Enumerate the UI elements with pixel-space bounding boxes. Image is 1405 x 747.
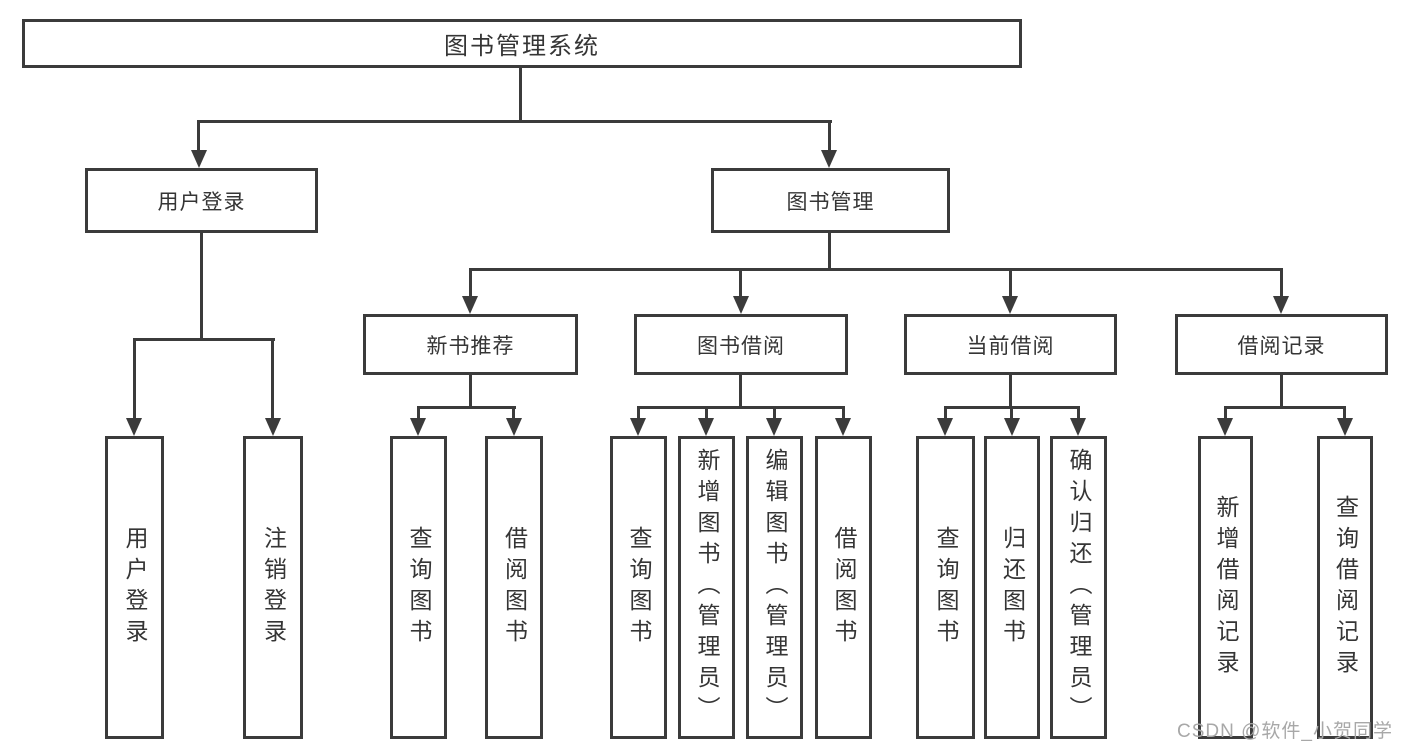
leaf-label: 查询借阅记录 (1332, 494, 1359, 681)
leaf-label: 查询图书 (626, 525, 652, 650)
connector-line (200, 233, 203, 338)
connector-line (1224, 406, 1227, 418)
node-book-management: 图书管理 (711, 168, 950, 233)
node-label: 借阅记录 (1237, 334, 1326, 358)
arrow-down-icon (937, 418, 953, 436)
arrow-down-icon (506, 418, 522, 436)
node-label: 图书管理系统 (444, 33, 600, 60)
leaf-label: 注销登录 (260, 525, 287, 650)
node-new-book-recommend: 新书推荐 (363, 314, 578, 375)
leaf-query-books-current: 查询图书 (916, 436, 975, 739)
leaf-edit-books-admin: 编辑图书（管理员） (746, 436, 803, 739)
node-label: 图书管理 (786, 190, 875, 214)
connector-line (197, 120, 200, 150)
leaf-logout: 注销登录 (243, 436, 303, 739)
arrow-down-icon (191, 150, 207, 168)
connector-line (469, 375, 472, 406)
watermark-text: CSDN @软件_小贺同学 (1177, 721, 1393, 742)
leaf-confirm-return-admin: 确认归还（管理员） (1050, 436, 1107, 739)
arrow-down-icon (1217, 418, 1233, 436)
node-label: 用户登录 (157, 190, 246, 214)
connector-line (1010, 406, 1013, 418)
leaf-label: 确认归还（管理员） (1066, 448, 1092, 727)
connector-line (133, 338, 275, 341)
connector-line (512, 406, 515, 418)
connector-line (944, 406, 947, 418)
arrow-down-icon (462, 296, 478, 314)
connector-line (773, 406, 776, 418)
leaf-borrow-books-recommend: 借阅图书 (485, 436, 543, 739)
arrow-down-icon (1273, 296, 1289, 314)
leaf-add-borrow-record: 新增借阅记录 (1198, 436, 1253, 739)
leaf-add-books-admin: 新增图书（管理员） (678, 436, 735, 739)
leaf-label: 新增图书（管理员） (694, 448, 720, 727)
connector-line (1280, 375, 1283, 406)
connector-line (1009, 268, 1012, 296)
leaf-query-books-borrow: 查询图书 (610, 436, 667, 739)
leaf-label: 查询图书 (933, 525, 959, 650)
node-borrow-records: 借阅记录 (1175, 314, 1388, 375)
arrow-down-icon (630, 418, 646, 436)
arrow-down-icon (733, 296, 749, 314)
connector-line (1280, 268, 1283, 296)
arrow-down-icon (126, 418, 142, 436)
leaf-label: 查询图书 (406, 525, 432, 650)
leaf-borrow-books: 借阅图书 (815, 436, 872, 739)
node-current-borrow: 当前借阅 (904, 314, 1117, 375)
arrow-down-icon (1337, 418, 1353, 436)
connector-line (637, 406, 640, 418)
node-label: 图书借阅 (697, 334, 785, 358)
connector-line (739, 268, 742, 296)
leaf-label: 借阅图书 (501, 525, 528, 650)
leaf-label: 借阅图书 (831, 525, 857, 650)
node-label: 新书推荐 (426, 334, 515, 358)
connector-line (469, 268, 1283, 271)
connector-line (417, 406, 516, 409)
connector-line (1343, 406, 1346, 418)
arrow-down-icon (1070, 418, 1086, 436)
connector-line (1009, 375, 1012, 406)
leaf-user-login: 用户登录 (105, 436, 164, 739)
connector-line (271, 338, 274, 418)
leaf-query-borrow-record: 查询借阅记录 (1317, 436, 1373, 739)
arrow-down-icon (1004, 418, 1020, 436)
arrow-down-icon (766, 418, 782, 436)
connector-line (828, 120, 831, 150)
arrow-down-icon (698, 418, 714, 436)
connector-line (469, 268, 472, 296)
arrow-down-icon (821, 150, 837, 168)
connector-line (417, 406, 420, 418)
connector-line (705, 406, 708, 418)
leaf-label: 编辑图书（管理员） (762, 448, 788, 727)
leaf-return-books: 归还图书 (984, 436, 1040, 739)
connector-line (133, 338, 136, 418)
node-library-system: 图书管理系统 (22, 19, 1022, 68)
leaf-label: 归还图书 (999, 525, 1026, 650)
connector-line (637, 406, 845, 409)
node-book-borrow: 图书借阅 (634, 314, 848, 375)
node-label: 当前借阅 (966, 334, 1055, 358)
connector-line (198, 120, 832, 123)
connector-line (1224, 406, 1346, 409)
leaf-label: 新增借阅记录 (1213, 494, 1239, 681)
connector-line (519, 67, 522, 120)
arrow-down-icon (835, 418, 851, 436)
connector-line (842, 406, 845, 418)
arrow-down-icon (410, 418, 426, 436)
connector-line (739, 375, 742, 406)
arrow-down-icon (1002, 296, 1018, 314)
node-user-login: 用户登录 (85, 168, 318, 233)
leaf-query-books-recommend: 查询图书 (390, 436, 447, 739)
leaf-label: 用户登录 (122, 525, 148, 650)
connector-line (828, 233, 831, 268)
connector-line (1077, 406, 1080, 418)
arrow-down-icon (265, 418, 281, 436)
